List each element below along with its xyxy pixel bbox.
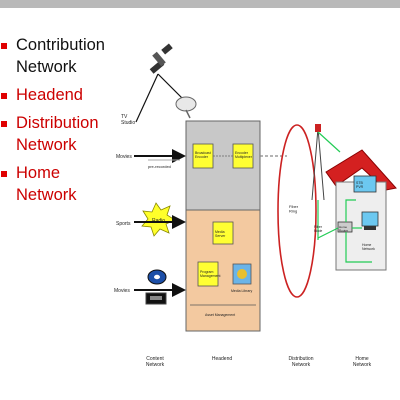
bullet-text: Home Network [16, 164, 77, 204]
bullet-marker [1, 121, 7, 127]
satellite-icon [149, 43, 173, 74]
caption-headend: Headend [212, 356, 233, 362]
satellite-dish-icon [175, 96, 197, 119]
home-link-stb [345, 199, 356, 222]
media-library-label: Media Library [231, 289, 252, 293]
bullet-list: Contribution Network Headend Distributio… [0, 34, 118, 212]
distribution-ring [277, 124, 317, 298]
home-device-stb [353, 175, 377, 193]
asset-management-label: Asset Management [205, 313, 235, 317]
house-icon [325, 149, 397, 271]
drop-to-router [317, 227, 339, 239]
disc-icon [147, 269, 167, 285]
bullet-home-network: Home Network [0, 162, 118, 206]
bullet-headend: Headend [0, 84, 118, 106]
source-label-movies-disc: Movies [114, 288, 130, 294]
bullet-contribution-network: Contribution Network [0, 34, 118, 78]
downlink-line [157, 73, 185, 101]
home-device-router [337, 221, 353, 233]
bullet-marker [1, 93, 7, 99]
bullet-marker [1, 43, 7, 49]
transmission-tower-icon [311, 124, 325, 201]
bullet-distribution-network: Distribution Network [0, 112, 118, 156]
movies-feed-label: pre-recorded [148, 164, 171, 169]
bullet-text: Contribution Network [16, 36, 105, 76]
source-label-sports: Sports [116, 221, 131, 227]
bullet-text: Distribution Network [16, 114, 99, 154]
module-program-management [197, 261, 219, 287]
sports-burst-icon [141, 202, 176, 237]
home-link-bottom [345, 232, 372, 263]
module-media-server [212, 221, 234, 245]
media-library-icon [232, 263, 252, 285]
uplink-line [135, 73, 159, 123]
source-label-movies: Movies [116, 154, 132, 160]
tower-home-link [317, 131, 341, 153]
home-device-pc [361, 211, 379, 230]
top-bar [0, 0, 400, 8]
player-icon [145, 292, 167, 305]
bullet-text: Headend [16, 86, 83, 104]
bullet-marker [1, 171, 7, 177]
